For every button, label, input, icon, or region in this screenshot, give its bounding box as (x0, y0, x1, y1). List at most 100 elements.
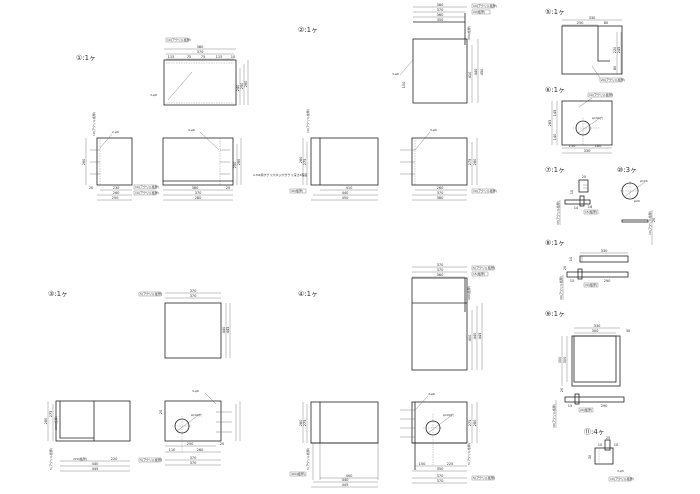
svg-text:280: 280 (473, 419, 477, 427)
svg-text:400: 400 (468, 334, 472, 342)
svg-text:5(アクリル板厚): 5(アクリル板厚) (473, 475, 495, 480)
part-label: ⑪:4ヶ (584, 428, 605, 436)
part-8: ⑧:1ヶ 330 10 20 15 290 20(板厚) 30(アクリル板厚) (545, 239, 629, 300)
svg-text:410: 410 (346, 186, 354, 190)
svg-text:275: 275 (468, 159, 472, 166)
svg-text:2-φ6: 2-φ6 (112, 130, 119, 134)
svg-text:150: 150 (419, 462, 427, 466)
svg-text:10(アクリル板厚): 10(アクリル板厚) (473, 3, 497, 8)
svg-text:240: 240 (236, 84, 240, 92)
svg-text:445: 445 (342, 483, 349, 487)
svg-text:20: 20 (563, 265, 567, 270)
svg-text:260: 260 (82, 158, 86, 166)
svg-text:10(アクリル板厚): 10(アクリル板厚) (305, 109, 310, 133)
svg-text:3-φ6: 3-φ6 (188, 128, 195, 132)
svg-text:φ100: φ100 (640, 179, 648, 183)
svg-text:15: 15 (568, 404, 573, 408)
part-11: ⑪:4ヶ 25 10 10 30 3-φ5 10(アクリル板厚) (584, 428, 634, 482)
svg-text:220: 220 (111, 457, 119, 461)
svg-text:440: 440 (342, 478, 350, 482)
part-9: ⑨:1ヶ 330 300 30 300 300 20 15 290 20(板厚)… (545, 310, 631, 428)
svg-text:370: 370 (190, 461, 198, 465)
svg-text:260: 260 (197, 448, 205, 452)
svg-text:280: 280 (473, 158, 477, 166)
svg-text:250: 250 (577, 21, 585, 25)
svg-text:260: 260 (113, 191, 121, 195)
svg-text:75: 75 (201, 55, 206, 59)
part-label: ⑨:1ヶ (545, 310, 565, 318)
svg-text:80: 80 (604, 21, 609, 25)
svg-text:3-φ6: 3-φ6 (192, 389, 199, 393)
svg-text:75: 75 (187, 55, 192, 59)
svg-text:100: 100 (402, 81, 406, 89)
svg-text:290: 290 (604, 279, 612, 283)
svg-text:30(アクリル板厚): 30(アクリル板厚) (555, 201, 560, 225)
svg-text:10(アクリル板厚): 10(アクリル板厚) (647, 211, 652, 235)
svg-text:25: 25 (606, 436, 611, 440)
svg-text:10(アクリル板厚): 10(アクリル板厚) (135, 190, 159, 195)
svg-text:30(アクリル板厚): 30(アクリル板厚) (558, 276, 563, 300)
svg-text:110: 110 (169, 448, 177, 452)
svg-text:300: 300 (558, 356, 562, 364)
svg-text:10: 10 (614, 443, 619, 447)
svg-text:280: 280 (299, 419, 303, 427)
svg-text:220(板厚): 220(板厚) (73, 456, 87, 461)
part-3: ③:1ヶ 370 370 440 445 5(アクリル板厚) 280 275 2… (44, 289, 241, 472)
svg-text:230: 230 (113, 186, 121, 190)
svg-text:225: 225 (447, 462, 454, 466)
svg-text:15(板厚): 15(板厚) (585, 209, 597, 214)
svg-text:20: 20 (89, 186, 94, 190)
svg-text:250: 250 (240, 82, 244, 90)
part-label: ④:1ヶ (298, 290, 318, 298)
svg-text:30(アクリル板厚): 30(アクリル板厚) (551, 404, 556, 428)
front-view-outline (411, 137, 468, 186)
svg-text:150: 150 (569, 144, 577, 148)
svg-text:370: 370 (437, 8, 445, 12)
part-1: ①:1ヶ 380 370 115 75 75 115 10 240 250 26… (76, 37, 307, 201)
svg-text:15(板厚): 15(板厚) (473, 271, 485, 276)
svg-text:360: 360 (437, 273, 445, 277)
svg-text:370: 370 (190, 294, 198, 298)
svg-text:20: 20 (226, 186, 231, 190)
svg-text:10: 10 (231, 55, 236, 59)
svg-text:10(アクリル板厚): 10(アクリル板厚) (135, 184, 159, 189)
svg-text:140: 140 (553, 133, 557, 141)
svg-text:245: 245 (617, 47, 621, 54)
svg-text:360: 360 (437, 13, 445, 17)
svg-text:250: 250 (187, 442, 195, 446)
svg-text:10: 10 (569, 256, 573, 261)
svg-text:5(アクリル板厚): 5(アクリル板厚) (140, 457, 162, 462)
part-5: ⑤:1ヶ 330 250 80 220 245 80 20(アクリル板厚) (545, 8, 625, 83)
svg-text:370: 370 (437, 474, 445, 478)
svg-text:10(アクリル板厚): 10(アクリル板厚) (473, 188, 497, 193)
svg-text:15: 15 (570, 279, 575, 283)
svg-text:5(アクリル板厚): 5(アクリル板厚) (473, 265, 495, 270)
svg-text:20: 20 (159, 409, 163, 414)
svg-text:440: 440 (474, 68, 478, 76)
svg-text:400(板厚): 400(板厚) (466, 286, 471, 300)
svg-text:3-φ6: 3-φ6 (392, 72, 399, 76)
svg-text:400(板厚): 400(板厚) (291, 471, 305, 476)
svg-text:450: 450 (480, 68, 484, 76)
svg-text:5(アクリル板厚): 5(アクリル板厚) (48, 448, 53, 470)
svg-text:10(アクリル板厚): 10(アクリル板厚) (91, 112, 96, 136)
svg-text:445: 445 (226, 327, 230, 334)
svg-text:φ20: φ20 (634, 199, 640, 203)
svg-text:370: 370 (195, 191, 203, 195)
svg-text:370: 370 (190, 289, 198, 293)
svg-text:10(アクリル板厚): 10(アクリル板厚) (610, 476, 634, 481)
svg-text:10: 10 (570, 189, 574, 194)
svg-text:20: 20 (652, 217, 656, 222)
svg-text:300: 300 (592, 329, 600, 333)
svg-text:20(アクリル板厚): 20(アクリル板厚) (601, 77, 625, 82)
svg-text:275: 275 (468, 420, 472, 427)
svg-text:330: 330 (594, 324, 602, 328)
svg-text:380: 380 (197, 45, 205, 49)
svg-text:5(アクリル板厚): 5(アクリル板厚) (466, 443, 471, 465)
part-2: ②:1ヶ 380 370 360 350 10(アクリル板厚) 20(板厚) 4… (289, 3, 497, 201)
svg-text:20(板厚): 20(板厚) (585, 282, 597, 287)
svg-text:275: 275 (303, 159, 307, 166)
top-view-outline (412, 38, 468, 104)
svg-text:380: 380 (437, 3, 445, 7)
svg-text:260: 260 (437, 186, 445, 190)
